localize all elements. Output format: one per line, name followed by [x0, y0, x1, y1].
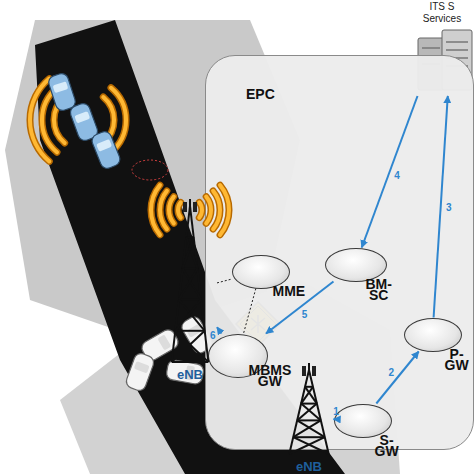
- tower-strut: [183, 268, 201, 299]
- tower-strut: [175, 331, 208, 362]
- arrow-connector: [266, 282, 333, 334]
- node-label: ITS S: [429, 1, 454, 13]
- car-window: [53, 81, 69, 93]
- network-entity: BM-SC: [325, 248, 387, 282]
- tower-strut: [289, 453, 328, 455]
- base-station: eNB: [280, 362, 338, 474]
- tower-strut: [289, 437, 324, 454]
- car-window: [74, 111, 90, 123]
- arrow-connector: [376, 352, 418, 404]
- tower-strut: [293, 437, 328, 454]
- node-label: BM-SC: [366, 279, 392, 301]
- car-window: [134, 361, 150, 373]
- node-label: S-GW: [375, 435, 399, 457]
- tower-strut: [179, 268, 197, 299]
- tower-strut: [172, 361, 209, 363]
- connectors: [217, 96, 448, 419]
- tower-strut: [293, 420, 321, 437]
- arrow-connector: [217, 327, 222, 333]
- tower-strut: [183, 267, 198, 269]
- car: [47, 72, 77, 112]
- node-label: MME: [273, 286, 306, 297]
- core-network-box: MME BM-SC MBMS GW P-GW S-GW EPC: [205, 55, 474, 450]
- tower-strut: [297, 420, 325, 437]
- coverage-ring: [132, 160, 168, 180]
- tower-strut: [179, 300, 205, 331]
- tower-strut: [301, 387, 313, 404]
- tower-strut: [189, 199, 191, 206]
- arrow-connector: [434, 96, 448, 318]
- dotted-link: [244, 289, 256, 334]
- node-label: P-GW: [445, 349, 469, 371]
- arrow-connector: [334, 418, 339, 420]
- network-entity: S-GW: [334, 404, 392, 438]
- node-label: eNB: [177, 367, 203, 382]
- antenna-panel: [183, 202, 187, 212]
- base-station: eNB: [163, 198, 217, 382]
- node-label: eNB: [296, 459, 322, 474]
- car-body: [124, 352, 155, 393]
- node-label: Services: [423, 13, 461, 25]
- tower-strut: [301, 403, 317, 405]
- tower-strut: [308, 363, 310, 370]
- network-entity: MBMS GW: [208, 334, 268, 378]
- car-body: [90, 130, 122, 171]
- antenna-panel: [302, 366, 306, 376]
- tower-strut: [172, 331, 205, 362]
- car: [90, 130, 122, 171]
- tower-strut: [175, 330, 204, 332]
- network-entity: P-GW: [404, 318, 462, 352]
- tower-strut: [179, 299, 201, 301]
- tower-strut: [297, 404, 317, 421]
- arrow-connector: [362, 96, 418, 248]
- network-entity: MME: [232, 255, 290, 289]
- tower-drawing: [163, 198, 217, 364]
- tower-strut: [183, 237, 194, 268]
- car-body: [47, 72, 77, 112]
- tower-strut: [301, 404, 321, 421]
- dotted-link: [217, 279, 232, 283]
- tower-strut: [175, 300, 201, 331]
- node-label: MBMS GW: [249, 365, 292, 387]
- antenna-panel: [193, 202, 197, 212]
- car-window: [157, 334, 171, 350]
- car-window: [96, 139, 112, 152]
- node-label: EPC: [246, 86, 275, 102]
- tower-strut: [293, 436, 325, 438]
- antenna-panel: [312, 366, 316, 376]
- tower-drawing: [280, 362, 338, 456]
- tower-strut: [297, 419, 321, 421]
- crashed-car: [124, 352, 155, 393]
